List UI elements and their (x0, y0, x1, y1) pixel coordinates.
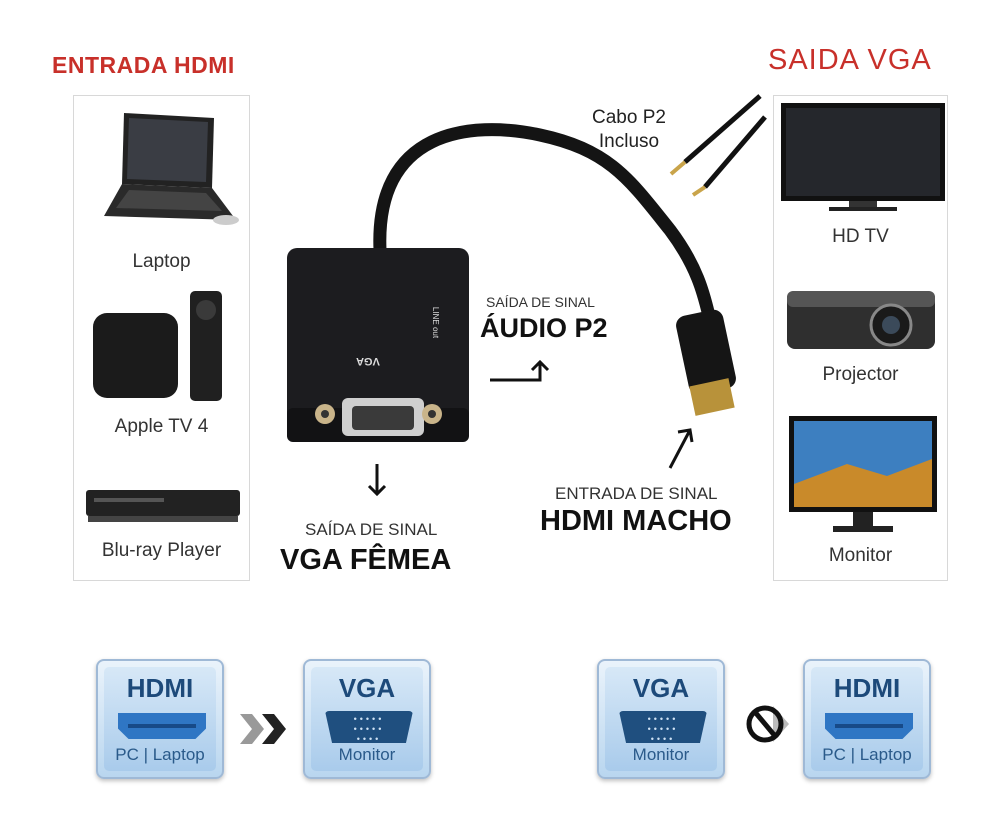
device-label-monitor: Monitor (828, 545, 893, 566)
tv-icon (781, 103, 945, 211)
device-label-apple-tv: Apple TV 4 (114, 416, 209, 437)
arrow-up-right-icon (490, 359, 550, 382)
vga-port-icon: •••••••••••••• (619, 711, 707, 743)
prohibited-icon (746, 705, 789, 743)
vga-marking: VGA (356, 355, 380, 367)
tile-title: HDMI (126, 673, 194, 703)
tile-hdmi-source: HDMI PC | Laptop (96, 659, 224, 779)
projector-icon (787, 291, 935, 349)
cable-note-line1: Cabo P2 (592, 107, 666, 128)
monitor-icon (789, 416, 937, 532)
tile-title: VGA (632, 673, 690, 703)
device-label-tv: HD TV (832, 226, 889, 247)
hdmi-port-icon (825, 713, 913, 739)
vga-port-icon: •••••••••••••• (325, 711, 413, 743)
tile-subtitle: PC | Laptop (115, 745, 205, 764)
device-label-laptop: Laptop (132, 251, 191, 272)
tile-subtitle: PC | Laptop (822, 745, 912, 764)
tile-vga-source: VGA •••••••••••••• Monitor (597, 659, 725, 779)
arrow-down-icon (367, 464, 387, 497)
tile-subtitle: Monitor (632, 745, 690, 764)
cable-note: Cabo P2 Incluso (592, 106, 666, 154)
hdmi-port-icon (118, 713, 206, 739)
tile-title: HDMI (833, 673, 901, 703)
tile-vga-target: VGA •••••••••••••• Monitor (303, 659, 431, 779)
hdmi-callout-big: HDMI MACHO (540, 505, 732, 537)
audio-callout-small: SAÍDA DE SINAL (486, 294, 595, 310)
input-devices-panel: Laptop Apple TV 4 Blu-ray Player (73, 95, 250, 581)
cable-note-line2: Incluso (598, 131, 660, 152)
arrow-diagonal-icon (668, 428, 694, 469)
line-out-marking: LINE out (431, 306, 441, 339)
apple-tv-icon (93, 291, 222, 401)
bluray-player-icon (86, 490, 240, 522)
chevrons-right-icon (240, 714, 286, 744)
output-heading: SAIDA VGA (768, 44, 932, 76)
hdmi-callout-small: ENTRADA DE SINAL (555, 484, 718, 503)
laptop-icon (104, 113, 239, 225)
output-devices-panel: HD TV Projector Monitor (773, 95, 948, 581)
audio-cable-icon (669, 94, 767, 197)
tile-subtitle: Monitor (338, 745, 396, 764)
vga-callout-small: SAÍDA DE SINAL (305, 520, 438, 539)
adapter-illustration (287, 123, 736, 442)
vga-callout-big: VGA FÊMEA (280, 544, 452, 576)
tile-hdmi-target: HDMI PC | Laptop (803, 659, 931, 779)
tile-title: VGA (338, 673, 396, 703)
device-label-projector: Projector (822, 364, 899, 385)
audio-callout-big: ÁUDIO P2 (480, 313, 608, 343)
device-label-bluray: Blu-ray Player (101, 540, 222, 561)
input-heading: ENTRADA HDMI (52, 52, 235, 78)
